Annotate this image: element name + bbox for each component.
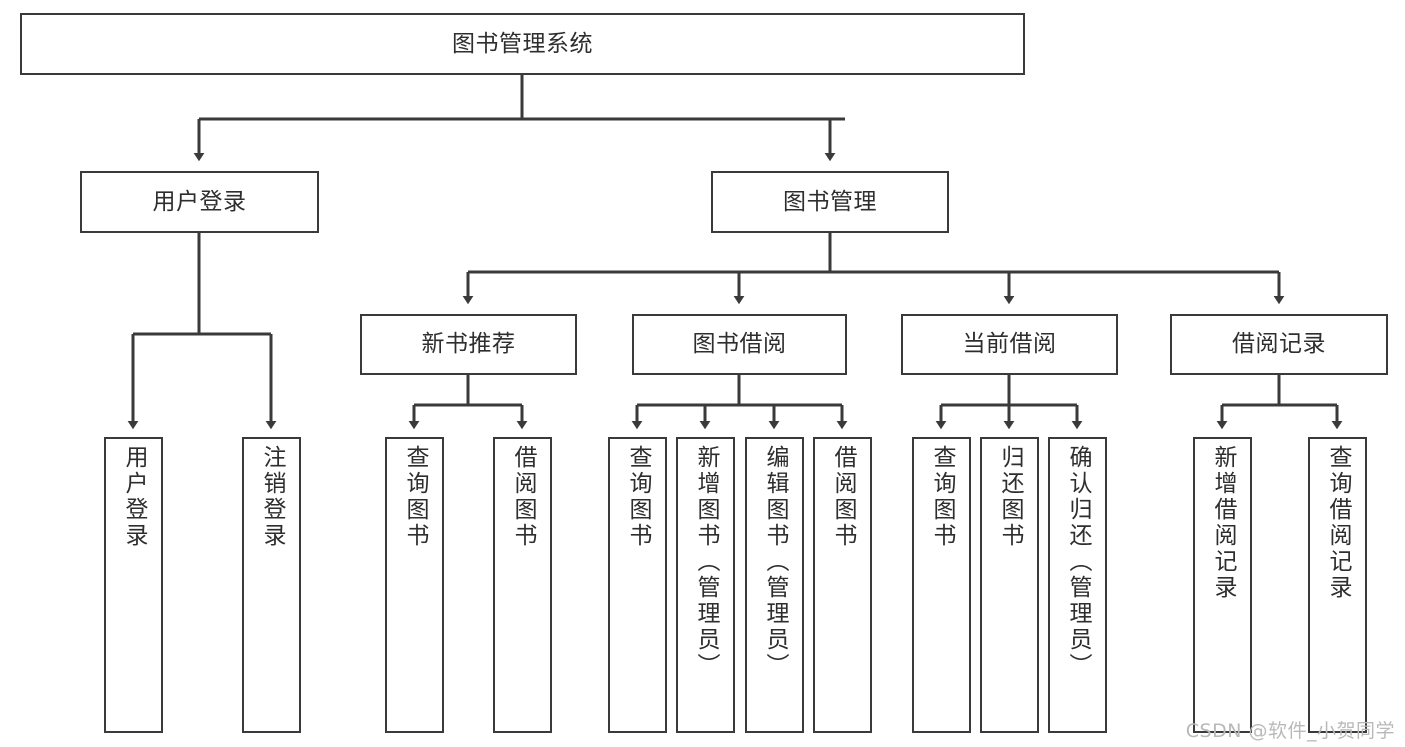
node-book-management[interactable]: 图书管理 (711, 171, 949, 233)
node-borrow-record[interactable]: 借阅记录 (1170, 314, 1388, 375)
node-label: 注销登录 (259, 445, 285, 549)
node-label: 图书管理 (783, 188, 877, 215)
watermark-text: CSDN @软件_小贺同学 (1185, 720, 1395, 742)
leaf-query-book-cb[interactable]: 查询图书 (912, 437, 971, 733)
leaf-add-borrow-record[interactable]: 新增借阅记录 (1193, 437, 1252, 733)
node-label: 归还图书 (997, 445, 1023, 549)
node-label: 新增借阅记录 (1210, 445, 1236, 601)
leaf-return-book[interactable]: 归还图书 (980, 437, 1039, 733)
node-label: 图书管理系统 (452, 30, 593, 57)
leaf-confirm-return-admin[interactable]: 确认归还（管理员） (1048, 437, 1107, 733)
leaf-query-borrow-record[interactable]: 查询借阅记录 (1308, 437, 1367, 733)
leaf-borrow-book-bb[interactable]: 借阅图书 (813, 437, 872, 733)
leaf-user-login[interactable]: 用户登录 (104, 437, 163, 733)
node-label: 编辑图书（管理员） (762, 445, 788, 679)
leaf-query-book-nb[interactable]: 查询图书 (385, 437, 444, 733)
node-label: 确认归还（管理员） (1065, 445, 1091, 679)
node-label: 图书借阅 (692, 331, 787, 358)
node-label: 查询图书 (929, 445, 955, 549)
node-label: 查询图书 (625, 445, 651, 549)
node-label: 新书推荐 (421, 331, 516, 358)
node-book-borrow[interactable]: 图书借阅 (632, 314, 847, 375)
leaf-edit-book-admin[interactable]: 编辑图书（管理员） (745, 437, 804, 733)
node-label: 借阅图书 (830, 445, 856, 549)
node-current-borrow[interactable]: 当前借阅 (901, 314, 1118, 375)
node-label: 用户登录 (152, 188, 247, 215)
node-label: 借阅记录 (1232, 331, 1326, 358)
node-label: 查询借阅记录 (1325, 445, 1351, 601)
node-label: 当前借阅 (962, 331, 1057, 358)
node-user-login[interactable]: 用户登录 (80, 171, 319, 233)
leaf-borrow-book-nb[interactable]: 借阅图书 (493, 437, 552, 733)
leaf-logout[interactable]: 注销登录 (242, 437, 301, 733)
node-new-book-recommend[interactable]: 新书推荐 (360, 314, 577, 375)
node-root-system[interactable]: 图书管理系统 (20, 13, 1025, 75)
leaf-query-book-bb[interactable]: 查询图书 (608, 437, 667, 733)
node-label: 用户登录 (121, 445, 147, 549)
leaf-add-book-admin[interactable]: 新增图书（管理员） (676, 437, 735, 733)
node-label: 新增图书（管理员） (693, 445, 719, 679)
node-label: 查询图书 (402, 445, 428, 549)
node-label: 借阅图书 (510, 445, 536, 549)
